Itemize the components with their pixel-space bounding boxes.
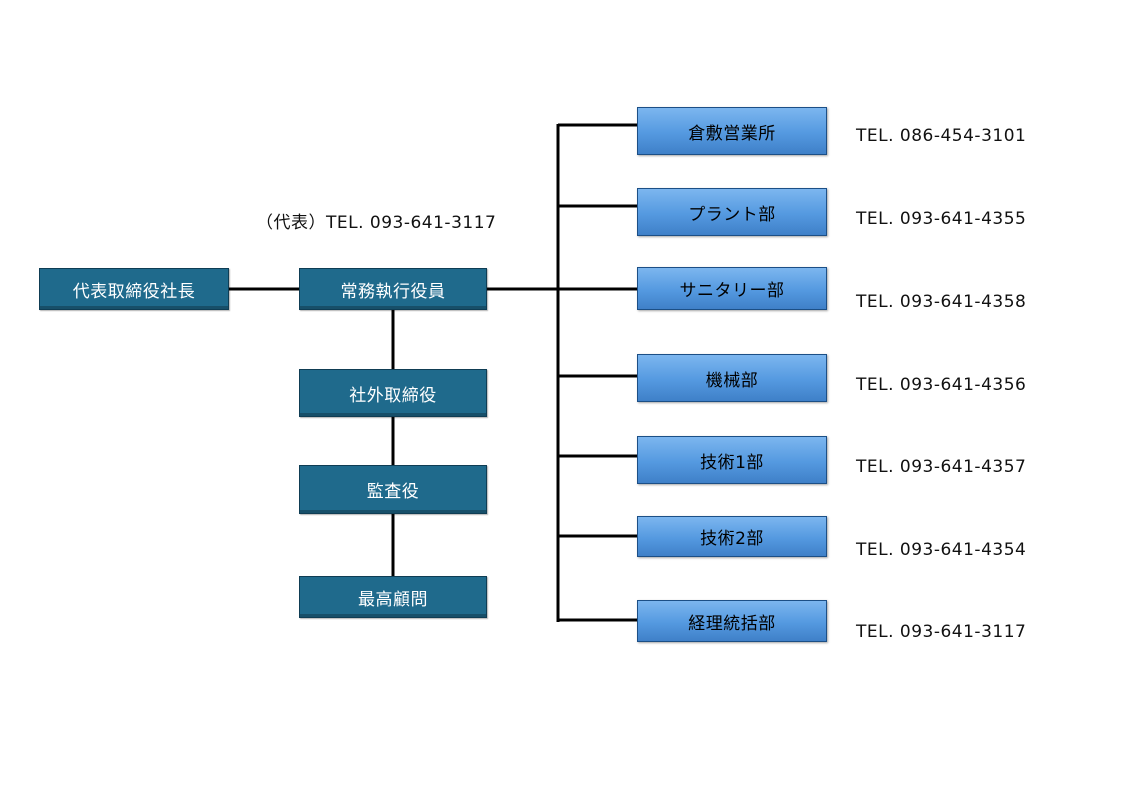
department-tel: TEL. 093-641-4357 [856,457,1027,477]
department-box: プラント部 [637,188,827,236]
department-box: 経理統括部 [637,600,827,642]
department-tel: TEL. 093-641-4355 [856,209,1027,229]
outside-director-box: 社外取締役 [299,369,487,417]
auditor-box: 監査役 [299,465,487,514]
department-box: 技術1部 [637,436,827,484]
executive-box: 常務執行役員 [299,268,487,310]
main-tel-label: （代表）TEL. 093-641-3117 [256,213,497,233]
department-box: 倉敷営業所 [637,107,827,155]
department-box: 技術2部 [637,516,827,557]
advisor-box: 最高顧問 [299,576,487,618]
department-box: サニタリー部 [637,267,827,310]
president-box: 代表取締役社長 [39,268,229,310]
department-tel: TEL. 093-641-4354 [856,540,1027,560]
department-tel: TEL. 093-641-3117 [856,622,1027,642]
department-tel: TEL. 093-641-4358 [856,292,1027,312]
department-tel: TEL. 093-641-4356 [856,375,1027,395]
department-box: 機械部 [637,354,827,402]
department-tel: TEL. 086-454-3101 [856,126,1027,146]
